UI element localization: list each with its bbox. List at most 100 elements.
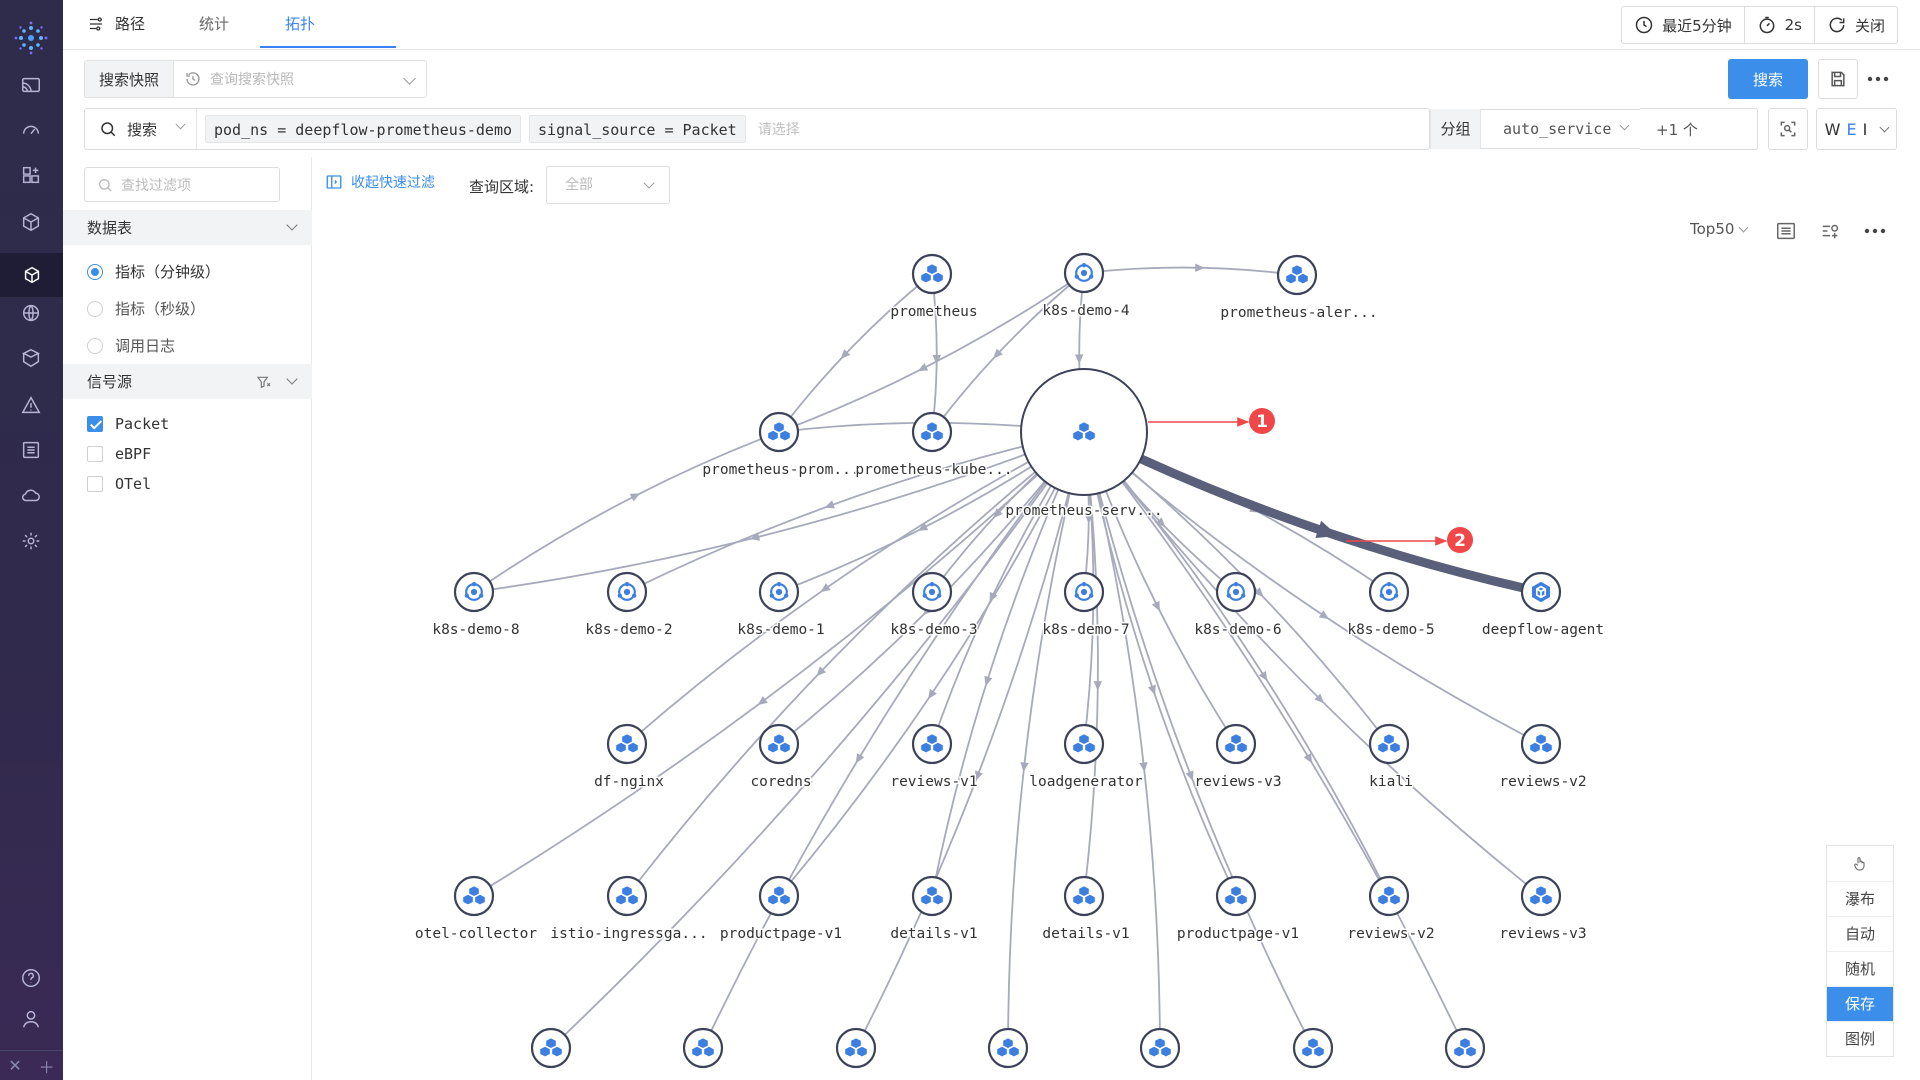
graph-more-button[interactable] <box>1862 218 1888 244</box>
more-options-button[interactable] <box>1858 59 1898 99</box>
signal-option-ebpf[interactable]: eBPF <box>87 445 151 463</box>
data-table-section-header[interactable]: 数据表 <box>63 210 312 245</box>
graph-edge[interactable] <box>473 431 1085 897</box>
graph-edge[interactable] <box>778 273 933 433</box>
auto-refresh-toggle[interactable]: 关闭 <box>1815 7 1897 43</box>
graph-node-productpage-v1-b[interactable]: productpage-v1 <box>1175 875 1301 944</box>
table-option-minute[interactable]: 指标（分钟级） <box>87 261 220 282</box>
signal-option-packet[interactable]: Packet <box>87 415 169 433</box>
tab-path[interactable]: 路径 <box>87 0 145 48</box>
signal-option-otel[interactable]: OTel <box>87 475 151 493</box>
graph-node-k8s-demo-4[interactable]: k8s-demo-4 <box>1041 252 1131 321</box>
network-topology-icon[interactable] <box>0 253 63 297</box>
graph-node-productpage-v1[interactable]: productpage-v1 <box>718 875 844 944</box>
graph-node-r5-4[interactable] <box>987 1027 1029 1069</box>
radio-unselected[interactable] <box>87 300 103 317</box>
signal-source-section-header[interactable]: 信号源 <box>63 364 312 399</box>
collapse-x-icon[interactable]: ✕ <box>8 1056 22 1075</box>
graph-edge[interactable] <box>1083 431 1542 745</box>
refresh-interval-selector[interactable]: 2s <box>1745 7 1815 43</box>
graph-node-k8s-demo-7[interactable]: k8s-demo-7 <box>1041 571 1131 640</box>
graph-node-prometheus-prom[interactable]: prometheus-prom... <box>701 411 861 480</box>
search-mode-select[interactable]: 搜索 <box>85 109 197 149</box>
deepflow-logo-icon[interactable] <box>13 20 49 56</box>
layout-auto-button[interactable]: 自动 <box>1827 916 1893 951</box>
filter-search-input[interactable]: 查找过滤项 <box>84 167 280 202</box>
screenshot-search-button[interactable] <box>1768 108 1808 150</box>
table-option-call-log[interactable]: 调用日志 <box>87 335 175 356</box>
legend-button[interactable]: 图例 <box>1827 1021 1893 1056</box>
graph-settings-button[interactable] <box>1818 218 1844 244</box>
checkbox-checked[interactable] <box>87 416 103 432</box>
metric-weight-select[interactable]: W E I <box>1816 108 1897 150</box>
graph-node-prometheus-kube[interactable]: prometheus-kube... <box>854 411 1014 480</box>
cast-icon[interactable] <box>17 71 45 99</box>
graph-node-k8s-demo-2[interactable]: k8s-demo-2 <box>584 571 674 640</box>
graph-node-k8s-demo-6[interactable]: k8s-demo-6 <box>1193 571 1283 640</box>
package-icon[interactable] <box>17 344 45 372</box>
save-snapshot-button[interactable] <box>1818 59 1858 99</box>
graph-node-otel-collector[interactable]: otel-collector <box>413 875 539 944</box>
user-icon[interactable] <box>17 1005 45 1033</box>
graph-edge[interactable] <box>1083 431 1390 897</box>
group-by-extra[interactable]: +1 个 <box>1640 108 1758 150</box>
group-by-select[interactable]: auto_service <box>1480 109 1640 149</box>
graph-edge[interactable] <box>931 273 938 433</box>
filter-input[interactable]: 请选择 <box>757 122 800 138</box>
filter-chip-signal-source[interactable]: signal_source = Packet <box>529 115 746 143</box>
search-button[interactable]: 搜索 <box>1728 59 1808 99</box>
table-option-second[interactable]: 指标（秒级） <box>87 298 205 319</box>
cube-outline-icon[interactable] <box>17 208 45 236</box>
graph-edge[interactable] <box>626 431 1085 897</box>
layout-waterfall-button[interactable]: 瀑布 <box>1827 881 1893 916</box>
graph-node-loadgenerator[interactable]: loadgenerator <box>1028 723 1145 792</box>
graph-node-k8s-demo-3[interactable]: k8s-demo-3 <box>889 571 979 640</box>
graph-edge[interactable] <box>1083 431 1237 897</box>
graph-edge[interactable] <box>1083 431 1314 1049</box>
graph-edge[interactable] <box>473 431 1085 593</box>
graph-node-reviews-v3[interactable]: reviews-v3 <box>1193 723 1283 792</box>
settings-gear-icon[interactable] <box>17 527 45 555</box>
pan-hand-button[interactable] <box>1827 846 1893 881</box>
radio-selected[interactable] <box>87 263 103 280</box>
graph-edge[interactable] <box>1083 266 1298 276</box>
graph-node-reviews-v3-b[interactable]: reviews-v3 <box>1498 875 1588 944</box>
graph-edge[interactable] <box>626 431 1085 745</box>
filter-chip-pod-ns[interactable]: pod_ns = deepflow-prometheus-demo <box>205 115 522 143</box>
radio-unselected[interactable] <box>87 337 103 354</box>
cloud-icon[interactable] <box>17 481 45 509</box>
graph-node-k8s-demo-5[interactable]: k8s-demo-5 <box>1346 571 1436 640</box>
graph-node-reviews-v2[interactable]: reviews-v2 <box>1498 723 1588 792</box>
graph-node-deepflow-agent[interactable]: deepflow-agent <box>1480 571 1606 640</box>
graph-node-df-nginx[interactable]: df-nginx <box>593 723 666 792</box>
clear-filter-icon[interactable] <box>256 374 272 390</box>
list-icon[interactable] <box>17 436 45 464</box>
graph-edge[interactable] <box>778 431 1085 897</box>
graph-node-coredns[interactable]: coredns <box>749 723 813 792</box>
graph-node-r5-2[interactable] <box>682 1027 724 1069</box>
app-grid-icon[interactable] <box>17 161 45 189</box>
snapshot-select[interactable]: 查询搜索快照 <box>173 60 428 98</box>
graph-node-details-v1[interactable]: details-v1 <box>889 875 979 944</box>
collapse-quick-filter-button[interactable]: 收起快速过滤 <box>325 172 435 192</box>
graph-node-prometheus-alert[interactable]: prometheus-aler... <box>1219 254 1379 323</box>
graph-edge[interactable] <box>1083 431 1099 897</box>
graph-node-r5-1[interactable] <box>530 1027 572 1069</box>
graph-node-kiali[interactable]: kiali <box>1368 723 1414 792</box>
dashboard-gauge-icon[interactable] <box>17 116 45 144</box>
graph-edge[interactable] <box>473 431 780 593</box>
graph-node-r5-7[interactable] <box>1444 1027 1486 1069</box>
graph-node-r5-5[interactable] <box>1139 1027 1181 1069</box>
tab-statistics[interactable]: 统计 <box>197 0 231 48</box>
checkbox-unchecked[interactable] <box>87 446 103 462</box>
graph-edge[interactable] <box>855 431 1085 1049</box>
graph-node-istio-ingressga[interactable]: istio-ingressga... <box>549 875 709 944</box>
tab-topology[interactable]: 拓扑 <box>260 0 396 48</box>
query-region-select[interactable]: 全部 <box>546 166 670 204</box>
top-n-select[interactable]: Top50 <box>1690 220 1749 238</box>
time-range-selector[interactable]: 最近5分钟 <box>1622 7 1745 43</box>
help-icon[interactable] <box>17 964 45 992</box>
table-view-button[interactable] <box>1773 218 1799 244</box>
graph-node-r5-6[interactable] <box>1292 1027 1334 1069</box>
graph-node-r5-3[interactable] <box>835 1027 877 1069</box>
